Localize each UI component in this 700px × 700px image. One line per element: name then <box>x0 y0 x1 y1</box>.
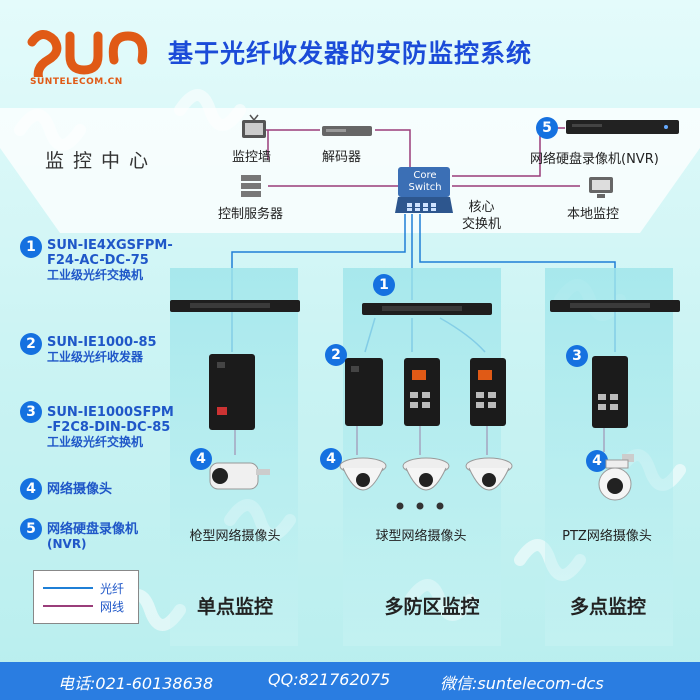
camera-label-multi-zone: 球型网络摄像头 <box>375 529 467 544</box>
legend-item-4-line1: 网络摄像头 <box>47 482 113 497</box>
legend-badge-5: 5 <box>20 518 42 540</box>
legend-item-5: 网络硬盘录像机 (NVR) <box>47 522 138 552</box>
nvr-label: 网络硬盘录像机(NVR) <box>530 152 659 167</box>
legend-item-2: SUN-IE1000-85 工业级光纤收发器 <box>47 335 157 365</box>
camera-label-single: 枪型网络摄像头 <box>189 529 281 544</box>
decoder-icon <box>322 126 372 136</box>
zone-multi-point <box>545 268 673 646</box>
zone-title-single: 单点监控 <box>196 596 274 618</box>
more-dots-icon <box>396 502 444 510</box>
core-switch-label: 核心 交换机 <box>462 199 501 233</box>
rack-switch-multi-point <box>550 300 680 312</box>
legend-item-3-desc: 工业级光纤交换机 <box>47 435 144 449</box>
footer-phone: 电话:021-60138638 <box>58 674 214 693</box>
core-switch-text: Core Switch <box>399 170 451 194</box>
brand-domain: SUNTELECOM.CN <box>30 77 123 87</box>
din-switch-multi-point <box>592 356 628 428</box>
zone-multi-zone <box>343 268 501 646</box>
local-monitor-label: 本地监控 <box>567 207 620 222</box>
dome-camera-icon-3 <box>465 457 513 491</box>
rack-switch-multi-zone-badge: 1 <box>373 274 395 296</box>
camera-single-badge: 4 <box>190 448 212 470</box>
legend-badge-4: 4 <box>20 478 42 500</box>
video-wall-icon <box>242 114 266 138</box>
core-switch-text-line2: Switch <box>408 182 442 193</box>
footer-wechat: 微信:suntelecom-dcs <box>440 674 604 693</box>
legend-item-5-desc: (NVR) <box>47 537 87 551</box>
legend-fiber-label: 光纤 <box>100 582 125 596</box>
legend-badge-3: 3 <box>20 401 42 423</box>
nvr-number-badge: 5 <box>536 117 558 139</box>
rack-switch-single <box>170 300 300 312</box>
legend-item-1: SUN-IE4XGSFPM- F24-AC-DC-75 工业级光纤交换机 <box>47 238 173 283</box>
media-converter-multi-zone <box>345 358 383 426</box>
core-switch-text-line1: Core <box>413 170 437 181</box>
din-switch-multi-zone-b <box>470 358 506 426</box>
local-monitor-icon <box>589 177 613 198</box>
core-switch-icon <box>395 167 453 213</box>
legend-network-label: 网线 <box>100 600 125 614</box>
ptz-camera-icon <box>598 454 634 501</box>
legend-item-1-desc: 工业级光纤交换机 <box>47 268 144 282</box>
footer-qq: QQ:821762075 <box>268 670 391 689</box>
legend-item-5-line1: 网络硬盘录像机 <box>47 522 139 537</box>
legend-item-4: 网络摄像头 <box>47 482 112 497</box>
dome-camera-icon-1 <box>339 457 387 491</box>
legend-item-1-line2: F24-AC-DC-75 <box>47 253 149 268</box>
bullet-camera-icon <box>209 462 270 490</box>
control-server-icon <box>241 175 261 197</box>
page-title: 基于光纤收发器的安防监控系统 <box>168 39 533 68</box>
legend-item-3: SUN-IE1000SFPM -F2C8-DIN-DC-85 工业级光纤交换机 <box>47 405 174 450</box>
nvr-icon <box>566 120 679 134</box>
decoder-label: 解码器 <box>322 150 362 165</box>
zone-title-multi-point: 多点监控 <box>569 596 647 618</box>
monitor-center-band <box>0 108 700 233</box>
rack-switch-multi-zone <box>362 303 492 315</box>
camera-label-multi-point: PTZ网络摄像头 <box>562 529 652 544</box>
line-legend-box <box>33 570 139 624</box>
monitor-center-title: 监控中心 <box>45 150 158 172</box>
core-switch-label-line2: 交换机 <box>462 217 502 232</box>
legend-item-3-line2: -F2C8-DIN-DC-85 <box>47 420 171 435</box>
footer-bar <box>0 662 700 700</box>
media-converter-single <box>209 354 255 430</box>
core-switch-label-line1: 核心 <box>468 200 495 215</box>
legend-item-2-desc: 工业级光纤收发器 <box>47 350 144 364</box>
line-legend-swatches <box>43 587 93 607</box>
control-server-label: 控制服务器 <box>218 207 284 222</box>
camera-multi-point-badge: 4 <box>586 450 608 472</box>
dome-camera-icon-2 <box>402 457 450 491</box>
video-wall-label: 监控墙 <box>232 150 272 165</box>
legend-badge-2: 2 <box>20 333 42 355</box>
legend-badge-1: 1 <box>20 236 42 258</box>
legend-item-1-line1: SUN-IE4XGSFPM- <box>47 238 173 253</box>
zone-title-multi-zone: 多防区监控 <box>384 596 480 618</box>
legend-item-2-line1: SUN-IE1000-85 <box>47 335 157 350</box>
media-converter-multi-zone-badge: 2 <box>325 344 347 366</box>
din-switch-multi-zone-a <box>404 358 440 426</box>
brand-logo <box>27 30 148 77</box>
legend-item-3-line1: SUN-IE1000SFPM <box>47 405 174 420</box>
camera-multi-zone-badge: 4 <box>320 448 342 470</box>
din-switch-multi-point-badge: 3 <box>566 345 588 367</box>
